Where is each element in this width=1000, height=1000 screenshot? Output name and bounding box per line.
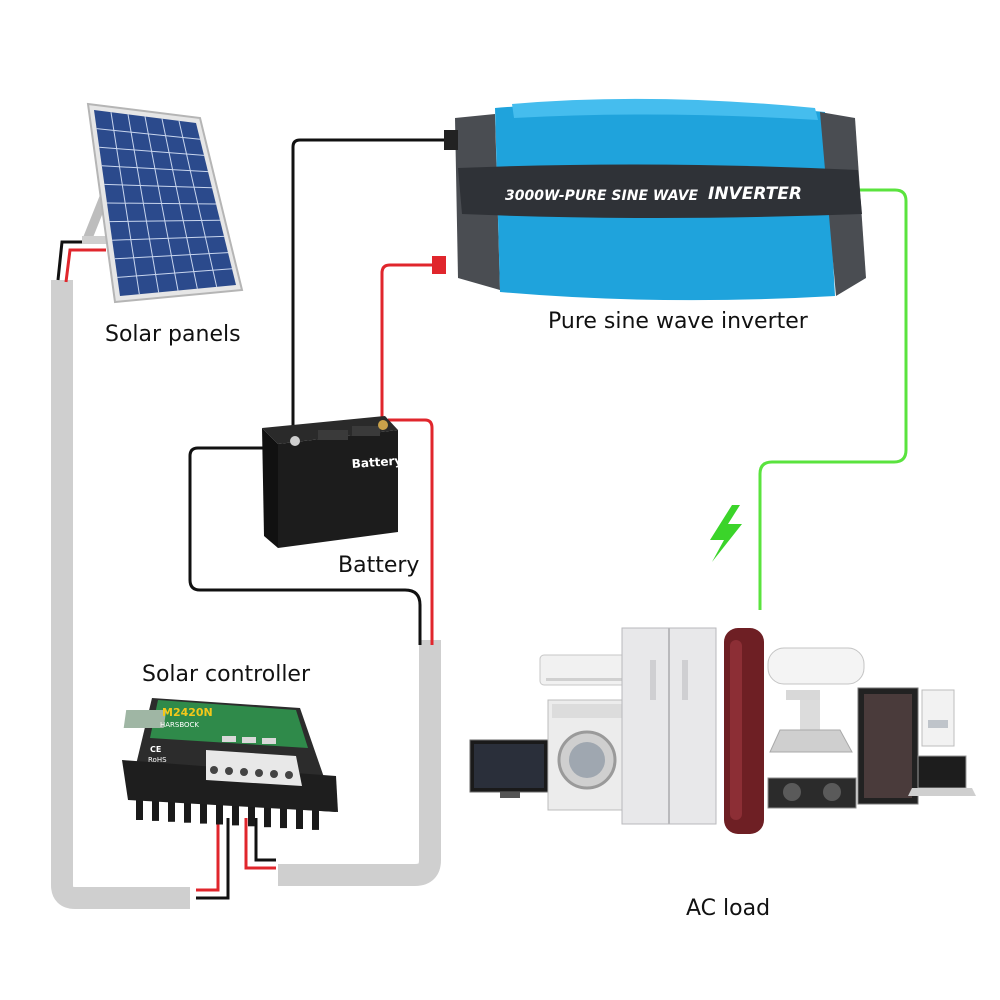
conduit-left — [51, 280, 190, 909]
inverter-model-text: 3000W-PURE SINE WAVE — [505, 188, 699, 204]
battery-case-text: Battery — [351, 453, 403, 471]
controller-button-2 — [242, 737, 256, 743]
tower-air-conditioner — [724, 628, 764, 834]
inverter-brand-text: INVERTER — [708, 184, 802, 204]
wall-boiler — [921, 689, 955, 747]
wire-inverter-black — [291, 138, 446, 440]
controller-brand-text: HARSBOCK — [160, 721, 199, 729]
solar-panel — [82, 102, 244, 304]
controller-button-1 — [222, 736, 236, 742]
wire-inverter-red — [380, 263, 432, 420]
washing-machine — [547, 699, 627, 811]
refrigerator — [621, 627, 717, 825]
label-ac-load: AC load — [686, 896, 770, 921]
range-hood — [769, 700, 853, 753]
water-heater — [767, 647, 865, 700]
laptop — [908, 755, 976, 796]
beverage-cooler — [857, 687, 919, 805]
battery-positive-terminal — [378, 420, 388, 430]
wire-battery-red — [388, 418, 434, 645]
wire-battery-black — [188, 446, 422, 645]
gas-stove — [767, 777, 857, 809]
label-inverter: Pure sine wave inverter — [548, 309, 809, 334]
air-conditioner — [539, 654, 629, 686]
wire-panel-black — [56, 240, 106, 281]
label-solar-controller: Solar controller — [142, 662, 311, 687]
lightning-bolt-icon — [710, 505, 742, 562]
controller-screen — [123, 710, 167, 728]
label-solar-panels: Solar panels — [105, 322, 241, 347]
conduit-right — [278, 640, 441, 886]
controller-ce-text: CE — [150, 745, 161, 754]
wire-ac-green — [758, 188, 908, 610]
wire-panel-red — [64, 248, 106, 283]
television — [469, 739, 549, 798]
battery: Battery — [262, 416, 403, 548]
controller-model-text: M2420N — [162, 706, 213, 719]
wire-controller-black-left — [196, 818, 230, 900]
wire-controller-black-right — [254, 818, 276, 862]
wire-controller-red-right — [244, 818, 276, 870]
wire-controller-red-left — [196, 818, 220, 892]
controller-button-3 — [262, 738, 276, 744]
solar-controller: M2420N HARSBOCK CE RoHS — [122, 698, 338, 830]
label-battery: Battery — [338, 553, 419, 578]
inverter-negative-terminal — [444, 130, 458, 150]
controller-rohs-text: RoHS — [148, 756, 167, 764]
ac-load-appliances — [469, 627, 976, 834]
inverter-positive-terminal — [432, 256, 446, 274]
inverter: 3000W-PURE SINE WAVE INVERTER — [432, 98, 866, 301]
battery-negative-terminal — [290, 436, 300, 446]
